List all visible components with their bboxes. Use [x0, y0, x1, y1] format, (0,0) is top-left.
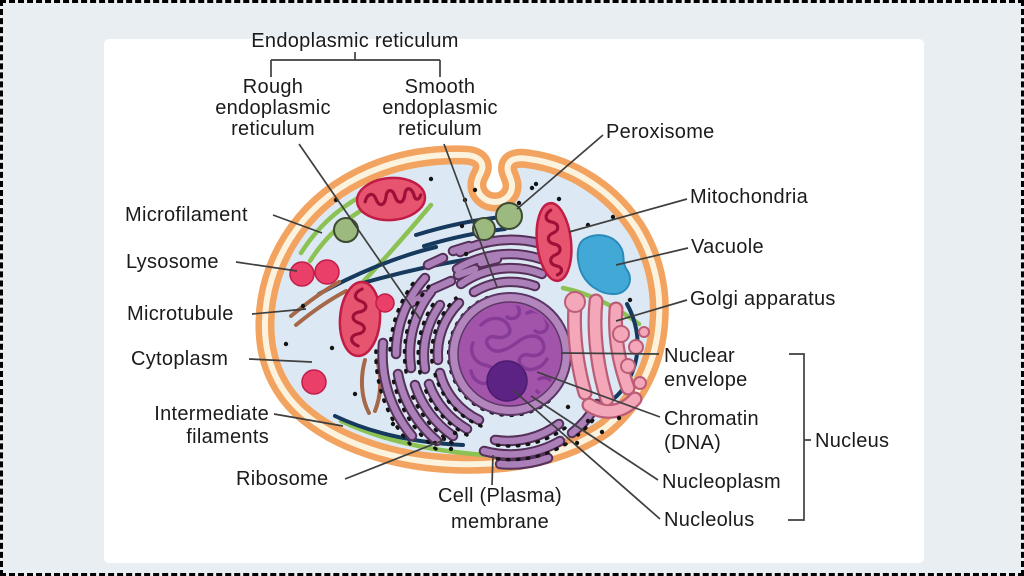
leader-rough-er — [298, 143, 421, 320]
peroxisome — [333, 217, 359, 243]
label-ribosome: Ribosome — [236, 468, 328, 490]
cristae — [544, 208, 564, 277]
mitochondrion — [535, 201, 573, 283]
lysosome — [301, 369, 327, 395]
cristae — [350, 287, 368, 348]
leader-intermediate-filaments — [273, 413, 344, 427]
leader-lines — [235, 52, 811, 521]
peroxisome — [495, 202, 523, 230]
leader-cytoplasm — [248, 358, 313, 363]
label-cell-membrane: Cell (Plasma) — [438, 485, 562, 507]
leader-vacuole — [615, 247, 689, 266]
leader-lysosome — [235, 261, 298, 272]
label-peroxisome: Peroxisome — [606, 121, 715, 143]
cell-diagram: Endoplasmic reticulum Rough endoplasmic … — [104, 30, 924, 563]
golgi-vesicle — [638, 326, 650, 338]
leader-cell-membrane — [491, 454, 494, 486]
leader-mitochondria — [568, 198, 688, 233]
leader-microtubule — [251, 308, 307, 315]
label-nucleus: Nucleus — [815, 430, 889, 452]
label-smooth-er: reticulum — [398, 118, 482, 140]
leader-ribosome — [344, 439, 445, 480]
golgi-vesicle — [633, 376, 647, 390]
labels: Endoplasmic reticulum Rough endoplasmic … — [125, 30, 889, 533]
free-ribosomes — [283, 176, 633, 452]
mitochondrion — [355, 176, 427, 222]
label-lysosome: Lysosome — [126, 251, 219, 273]
golgi-vesicle — [620, 358, 636, 374]
label-smooth-er: Smooth — [405, 76, 476, 98]
leader-golgi — [615, 299, 688, 322]
label-nuclear-envelope: Nuclear — [664, 345, 735, 367]
leader-smooth-er — [443, 143, 498, 288]
membrane-inner-line — [261, 151, 663, 468]
label-rough-er: endoplasmic — [215, 97, 331, 119]
leader-peroxisome — [516, 134, 604, 210]
golgi-apparatus — [564, 291, 650, 411]
label-chromatin: (DNA) — [664, 432, 721, 454]
label-intermediate-filaments: Intermediate — [154, 403, 269, 425]
vacuole — [576, 234, 631, 296]
leader-er-bracket — [270, 52, 441, 77]
mitochondrion — [338, 280, 382, 358]
lysosome — [289, 261, 315, 287]
label-chromatin: Chromatin — [664, 408, 759, 430]
label-nuclear-envelope: envelope — [664, 369, 748, 391]
leader-nucleus-bracket — [788, 353, 811, 521]
cristae — [363, 187, 423, 207]
lysosome — [375, 293, 395, 313]
label-nucleoplasm: Nucleoplasm — [662, 471, 781, 493]
label-microfilament: Microfilament — [125, 204, 248, 226]
lysosomes — [289, 259, 395, 395]
golgi-vesicle — [612, 325, 630, 343]
label-mitochondria: Mitochondria — [690, 186, 809, 208]
leader-nucleolus — [512, 389, 661, 520]
peroxisome — [472, 217, 496, 241]
label-smooth-er: endoplasmic — [382, 97, 498, 119]
nucleolus — [486, 360, 528, 402]
label-vacuole: Vacuole — [691, 236, 764, 258]
label-microtubule: Microtubule — [127, 303, 234, 325]
label-endoplasmic-reticulum: Endoplasmic reticulum — [251, 30, 459, 52]
label-cytoplasm: Cytoplasm — [131, 348, 228, 370]
label-golgi-apparatus: Golgi apparatus — [690, 288, 836, 310]
leader-microfilament — [272, 214, 323, 234]
golgi-vesicle — [628, 339, 644, 355]
label-rough-er: Rough — [243, 76, 303, 98]
leader-chromatin — [536, 371, 661, 418]
lysosome — [314, 259, 340, 285]
nucleoplasm-region — [457, 301, 563, 407]
nucleus — [448, 292, 572, 416]
label-nucleolus: Nucleolus — [664, 509, 755, 531]
label-cell-membrane: membrane — [451, 511, 549, 533]
leader-nuclear-envelope — [560, 352, 660, 355]
label-rough-er: reticulum — [231, 118, 315, 140]
label-intermediate-filaments: filaments — [186, 426, 269, 448]
leader-nucleoplasm — [530, 395, 659, 481]
